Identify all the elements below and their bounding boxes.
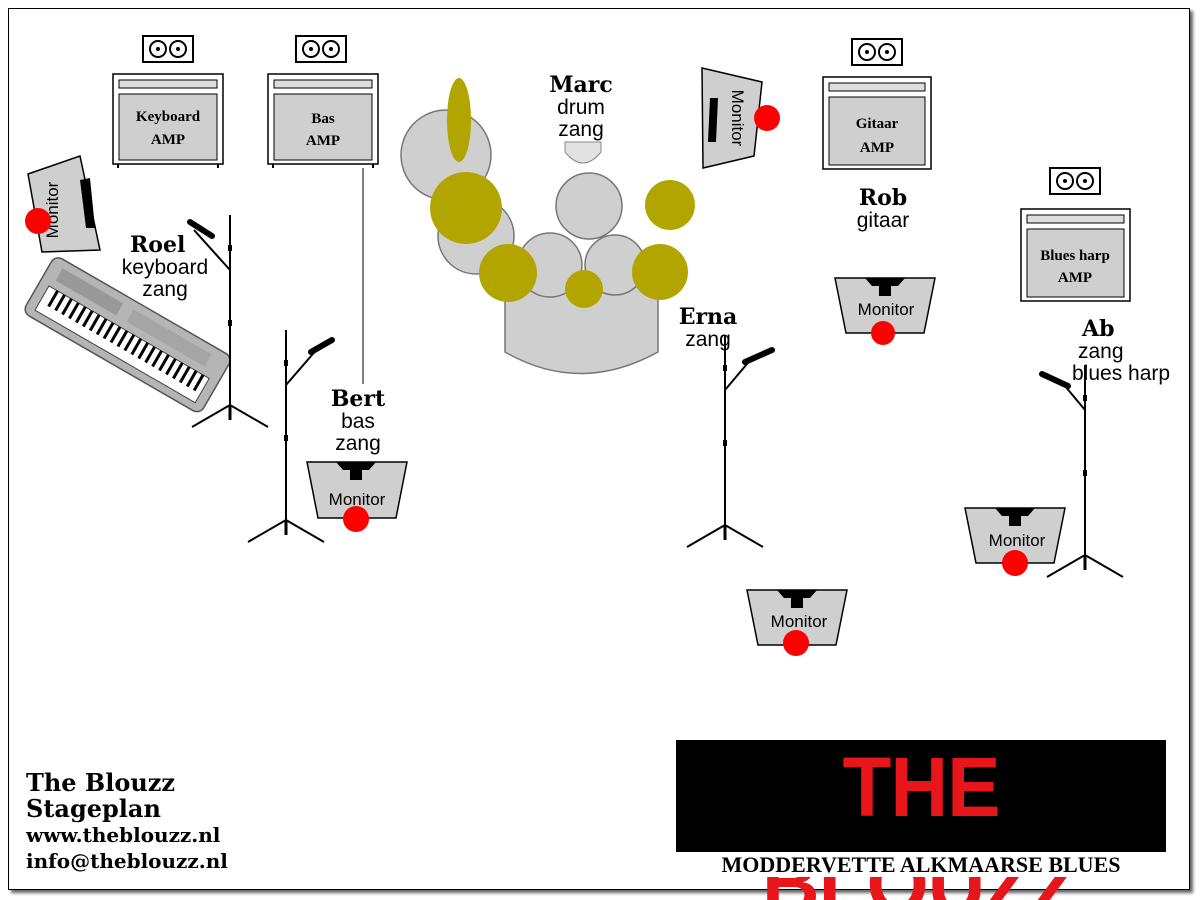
logo-tagline: MODDERVETTE ALKMAARSE BLUES (676, 852, 1166, 877)
cymbal (447, 78, 471, 162)
mic-stand-bert (246, 328, 335, 544)
monitor-light (1002, 550, 1028, 576)
amp-side-icon (1049, 167, 1101, 195)
musician-name: Rob (858, 185, 908, 211)
amp-label: AMP (151, 132, 185, 148)
amp-label: AMP (860, 140, 894, 156)
bluesharp-amp: Blues harp AMP (1020, 208, 1131, 302)
plan-subtitle: Stageplan (26, 794, 161, 823)
musician-role: gitaar (856, 209, 910, 233)
microphone-icon (742, 347, 775, 365)
hi-hat (565, 270, 603, 308)
amp-label: AMP (1058, 270, 1092, 286)
musician-role: drum (557, 96, 605, 120)
musician-erna: Erna zang (668, 304, 748, 352)
mic-stand-ab (1039, 363, 1125, 579)
monitor-light (871, 321, 895, 345)
mic-stand-roel (187, 213, 270, 429)
tom (555, 172, 623, 240)
musician-role: zang (142, 278, 188, 302)
musician-role: zang (558, 118, 604, 142)
contact-info: The Blouzz Stageplan www.theblouzz.nl in… (26, 770, 228, 874)
musician-name: Ab (1082, 316, 1115, 342)
gitaar-amp: Gitaar AMP (822, 76, 932, 170)
amp-label: Keyboard (136, 109, 201, 125)
monitor-rob: Monitor (834, 277, 936, 345)
monitor-label: Monitor (728, 90, 747, 147)
drum-stool (564, 141, 602, 164)
musician-role: blues harp (1072, 362, 1171, 386)
monitor-roel: Monitor (25, 155, 101, 253)
drum-kit (400, 78, 695, 375)
cymbal (430, 172, 502, 244)
website-link[interactable]: www.theblouzz.nl (26, 823, 221, 847)
musician-rob: Rob gitaar (838, 185, 928, 233)
monitor-light (754, 105, 780, 131)
monitor-label: Monitor (771, 612, 828, 631)
musician-roel: Roel keyboard zang (112, 232, 218, 302)
email-link[interactable]: info@theblouzz.nl (26, 849, 228, 873)
band-title: The Blouzz (26, 768, 176, 797)
microphone-icon (1039, 371, 1071, 389)
musician-name: Erna (678, 304, 738, 330)
musician-role: zang (1078, 340, 1124, 364)
musician-ab: Ab zang blues harp (1072, 316, 1188, 386)
amp-side-icon (295, 35, 347, 63)
musician-marc: Marc drum zang (540, 72, 622, 142)
band-logo: THE BLOUZZ MODDERVETTE ALKMAARSE BLUES (676, 740, 1166, 900)
microphone-icon (308, 337, 335, 355)
monitor-light (343, 506, 369, 532)
keyboard-instrument (24, 257, 231, 413)
musician-role: bas (341, 410, 375, 434)
cymbal (645, 180, 695, 230)
mic-stand-erna (685, 333, 775, 549)
musician-name: Bert (330, 386, 386, 412)
monitor-marc: Monitor (701, 67, 780, 169)
monitor-erna: Monitor (746, 589, 848, 656)
monitor-label: Monitor (858, 300, 915, 319)
amp-label: AMP (306, 133, 340, 149)
monitor-bert: Monitor (306, 461, 408, 532)
amp-label: Bas (311, 111, 335, 127)
monitor-label: Monitor (989, 531, 1046, 550)
keyboard-amp: Keyboard AMP (112, 73, 224, 168)
amp-label: Blues harp (1040, 248, 1110, 264)
cymbal (479, 244, 537, 302)
bas-amp: Bas AMP (267, 73, 379, 168)
microphone-icon (187, 219, 215, 239)
amp-label: Gitaar (856, 116, 899, 132)
monitor-light (25, 208, 51, 234)
cymbal (632, 244, 688, 300)
amp-side-icon (142, 35, 194, 63)
musician-role: keyboard (121, 256, 209, 280)
musician-role: zang (335, 432, 381, 456)
musician-name: Roel (130, 232, 186, 258)
musician-name: Marc (549, 72, 613, 98)
musician-role: zang (685, 328, 731, 352)
monitor-label: Monitor (329, 490, 386, 509)
musician-bert: Bert bas zang (318, 386, 398, 456)
amp-side-icon (851, 38, 903, 66)
monitor-ab: Monitor (964, 507, 1066, 576)
monitor-light (783, 630, 809, 656)
bass-drum (504, 284, 659, 375)
